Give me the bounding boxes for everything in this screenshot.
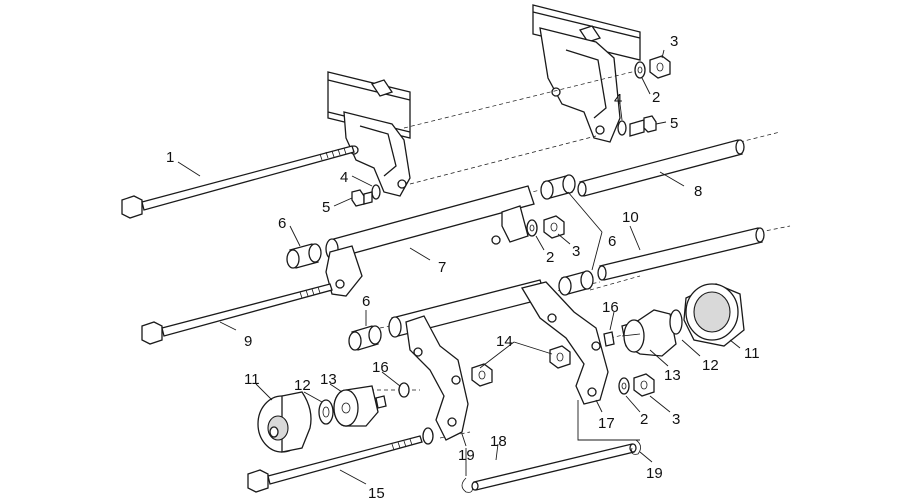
bolt-part-9 (141, 283, 333, 345)
callout-12-left: 12 (294, 377, 311, 394)
callout-19-left: 19 (458, 447, 475, 464)
bolt-part-15 (247, 427, 434, 493)
callout-4-right: 4 (614, 91, 622, 108)
mount-part-13-left (333, 385, 387, 427)
callout-15: 15 (368, 485, 385, 499)
nut-part-14-b (471, 363, 493, 387)
tube-part-10 (597, 227, 765, 281)
clip-part-19-left (461, 477, 473, 493)
callout-13-left: 13 (320, 371, 337, 388)
callout-16-left: 16 (372, 359, 389, 376)
stud-part-16-left (398, 382, 410, 398)
callout-labels: 1 2 2 2 3 3 3 4 4 5 5 6 6 6 7 8 9 10 11 … (166, 33, 760, 499)
washer-part-4-left (371, 184, 381, 200)
bushing-part-6-lower (348, 325, 382, 351)
callout-6-left: 6 (278, 215, 286, 232)
callout-2-lower: 2 (640, 411, 648, 428)
tube-part-8 (577, 139, 745, 197)
callout-6-lower: 6 (362, 293, 370, 310)
crossmember-part-7 (325, 185, 535, 297)
callout-3-top: 3 (670, 33, 678, 50)
callout-12-right: 12 (702, 357, 719, 374)
washer-part-2-top (634, 61, 646, 79)
stud-part-16-right (603, 331, 615, 347)
callout-2-top: 2 (652, 89, 660, 106)
washer-part-4-right (617, 120, 627, 136)
washer-part-2-mid (526, 219, 538, 237)
nut-part-3-lower (633, 373, 655, 397)
clip-part-19-right (631, 439, 641, 455)
callout-3-mid: 3 (572, 243, 580, 260)
callout-18: 18 (490, 433, 507, 450)
callout-2-mid: 2 (546, 249, 554, 266)
washer-part-12-right (669, 309, 683, 335)
callout-10: 10 (622, 209, 639, 226)
bushing-part-6-lower-right (558, 270, 594, 296)
nut-part-3-mid (543, 215, 565, 239)
cup-part-11-right (683, 283, 745, 347)
callout-14: 14 (496, 333, 513, 350)
callout-3-lower: 3 (672, 411, 680, 428)
callout-7: 7 (438, 259, 446, 276)
mount-part-13-right (621, 309, 677, 357)
callout-13-right: 13 (664, 367, 681, 384)
callout-9: 9 (244, 333, 252, 350)
callout-8: 8 (694, 183, 702, 200)
cup-part-11-left (257, 391, 312, 453)
nut-part-14-a (549, 345, 571, 369)
washer-part-12-left (318, 399, 334, 425)
bushing-part-6-left (286, 243, 322, 269)
callout-11-right: 11 (744, 345, 760, 362)
lower-crossmember (388, 279, 609, 441)
frame-rail-right (532, 4, 641, 61)
bolt-part-5-left (351, 189, 373, 207)
leader-lines (177, 49, 741, 485)
rod-part-18 (471, 443, 637, 491)
callout-17: 17 (598, 415, 615, 432)
callout-5-right: 5 (670, 115, 678, 132)
callout-16-right: 16 (602, 299, 619, 316)
callout-5-left: 5 (322, 199, 330, 216)
bolt-part-1 (121, 145, 355, 219)
washer-part-2-lower (618, 377, 630, 395)
callout-4-left: 4 (340, 169, 348, 186)
bushing-part-6-upper-right (540, 174, 576, 200)
callout-6-right: 6 (608, 233, 616, 250)
callout-1: 1 (166, 149, 174, 166)
nut-part-3-top (649, 55, 671, 79)
callout-19-right: 19 (646, 465, 663, 482)
bolt-part-5-right (629, 115, 657, 137)
callout-11-left: 11 (244, 371, 260, 388)
